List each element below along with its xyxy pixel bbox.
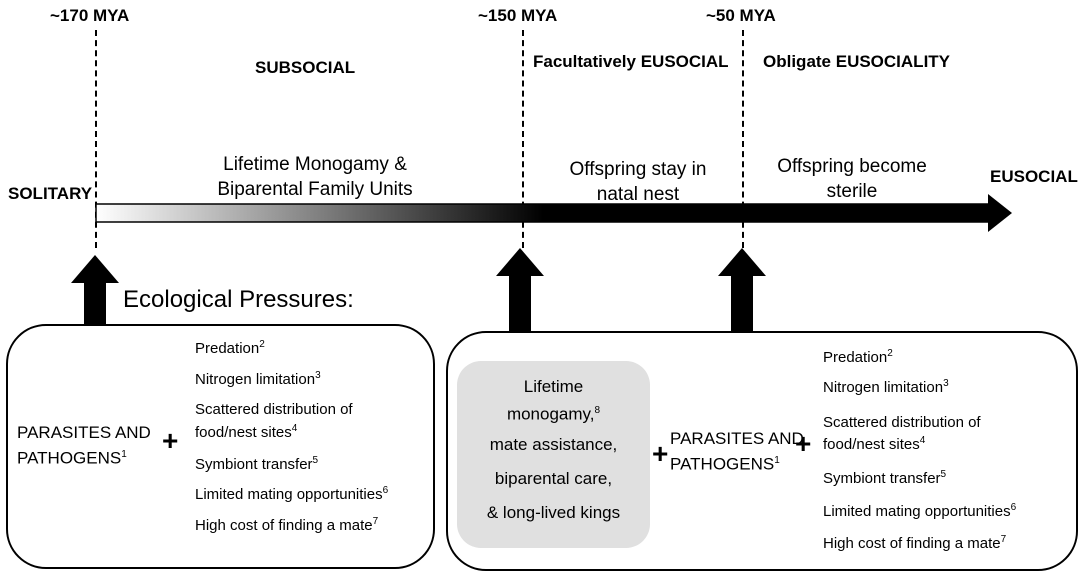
left-pressures-box: [6, 324, 435, 569]
desc-subsocial: Lifetime Monogamy & Biparental Family Un…: [175, 152, 455, 202]
divider-170: [95, 30, 97, 248]
up-arrow-head-1: [71, 255, 119, 283]
right-plus-2: +: [795, 428, 812, 459]
desc-facultative-line1: Offspring stay in: [569, 159, 707, 180]
stage-subsocial: SUBSOCIAL: [255, 58, 356, 77]
stage-obligate-eusociality: Obligate EUSOCIALITY: [763, 52, 951, 71]
list-item: Limited mating opportunities6: [195, 485, 389, 504]
marker-50-mya: ~50 MYA: [706, 6, 776, 25]
label-solitary: SOLITARY: [8, 184, 93, 203]
marker-150-mya: ~150 MYA: [478, 6, 558, 25]
lifetime-monogamy-text: Lifetime monogamy,8 mate assistance, bip…: [486, 377, 621, 522]
left-main-sup: 1: [121, 449, 127, 460]
list-item: Symbiont transfer5: [823, 469, 947, 487]
up-arrow-shaft-1: [84, 282, 106, 326]
list-item: Predation2: [823, 348, 893, 366]
label-eusocial: EUSOCIAL: [990, 167, 1078, 186]
right-parasites-pathogens: PARASITES AND PATHOGENS1: [670, 428, 804, 476]
right-pressure-list: Predation2 Nitrogen limitation3 Scattere…: [823, 348, 1016, 565]
left-pressure-list: Predation2 Nitrogen limitation3 Scattere…: [195, 339, 388, 547]
list-item: Scattered distribution of: [195, 400, 353, 418]
list-item: High cost of finding a mate7: [823, 534, 1007, 552]
timeline-arrow: [95, 194, 1012, 232]
divider-150: [522, 30, 524, 248]
left-main-line1: PARASITES AND: [17, 423, 151, 442]
list-item: food/nest sites4: [823, 435, 926, 453]
list-item: Symbiont transfer5: [195, 454, 319, 473]
list-item: High cost of finding a mate7: [195, 516, 379, 535]
left-main-line2: PATHOGENS: [17, 448, 122, 468]
list-item: Nitrogen limitation3: [195, 369, 321, 388]
up-arrow-head-3: [718, 248, 766, 276]
left-parasites-pathogens: PARASITES AND PATHOGENS1: [17, 422, 151, 470]
right-plus-1: +: [652, 438, 669, 469]
right-main-line1: PARASITES AND: [670, 429, 804, 448]
desc-subsocial-line2: Biparental Family Units: [217, 179, 413, 200]
right-main-line2: PATHOGENS: [670, 454, 775, 474]
desc-obligate-line1: Offspring become: [777, 156, 927, 177]
stage-facultative-eusocial: Facultatively EUSOCIAL: [533, 52, 729, 71]
left-plus: +: [162, 425, 179, 456]
divider-50: [742, 30, 744, 248]
list-item: Nitrogen limitation3: [823, 378, 949, 396]
up-arrow-shaft-2: [509, 275, 531, 333]
desc-subsocial-line1: Lifetime Monogamy &: [223, 154, 407, 175]
list-item: Scattered distribution of: [823, 414, 981, 431]
desc-obligate-line2: sterile: [826, 181, 878, 202]
list-item: Limited mating opportunities6: [823, 502, 1017, 520]
right-main-sup: 1: [774, 455, 780, 466]
desc-obligate: Offspring become sterile: [772, 154, 932, 204]
lifetime-monogamy-panel: [457, 361, 650, 548]
up-arrow-shaft-3: [731, 275, 753, 333]
desc-facultative-line2: natal nest: [596, 184, 680, 205]
list-item: Predation2: [195, 339, 265, 357]
list-item: food/nest sites4: [195, 422, 298, 441]
marker-170-mya: ~170 MYA: [50, 6, 130, 25]
up-arrow-head-2: [496, 248, 544, 276]
desc-facultative: Offspring stay in natal nest: [548, 157, 728, 207]
ecological-pressures-title: Ecological Pressures:: [123, 286, 354, 313]
